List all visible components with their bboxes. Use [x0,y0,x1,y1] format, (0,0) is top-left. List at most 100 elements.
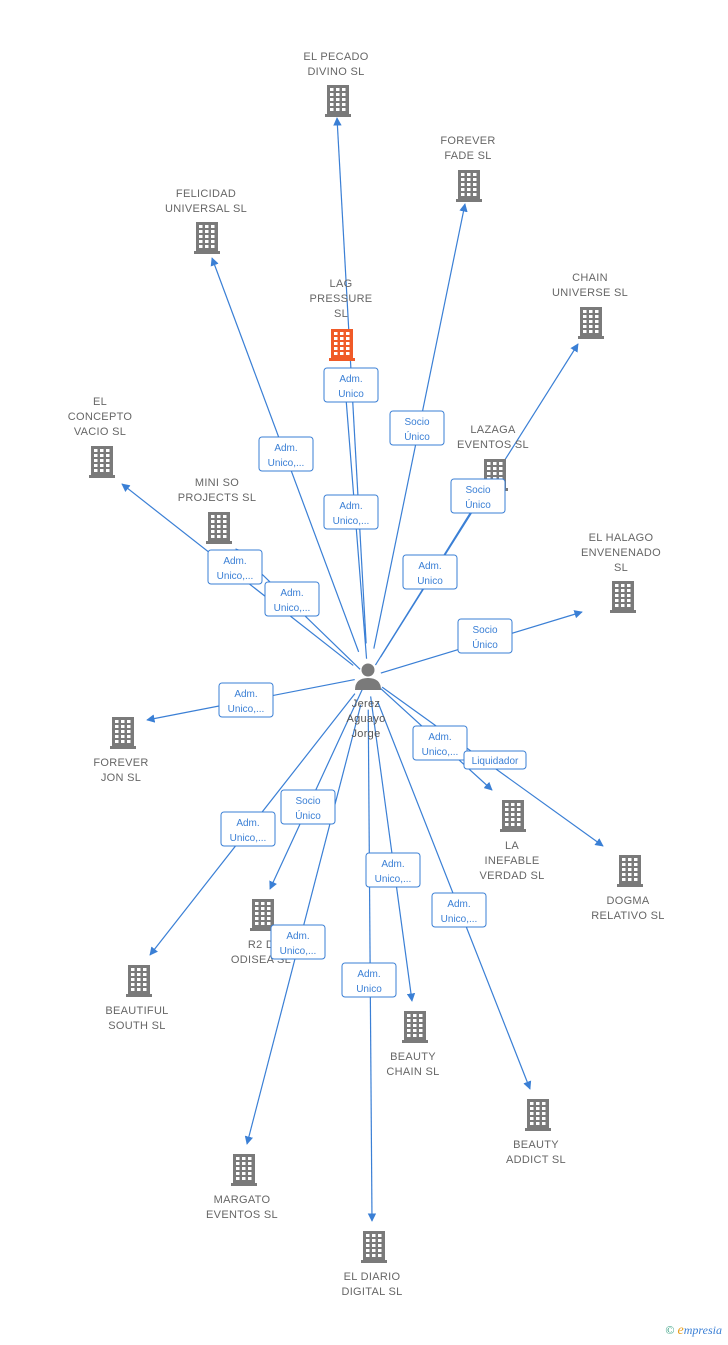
edge-role-line: Socio [472,625,497,636]
company-name-line: EVENTOS SL [457,439,529,451]
company-name-line: CHAIN SL [386,1066,439,1078]
edge-role: Adm. Unico [417,561,443,587]
edge-label-beauty-addict[interactable]: Adm.Unico,... [431,892,487,928]
edge-label-forever-jon[interactable]: Adm.Unico,... [218,682,274,718]
company-name-line: DIVINO SL [307,66,364,78]
company-name-line: PRESSURE [310,293,373,305]
edge-role: Adm.Unico,... [422,732,459,758]
edge-role-line: Unico [356,984,382,995]
edge-label-la-inefable-verdad[interactable]: Adm.Unico,... [412,725,468,761]
edge-label-el-concepto-vacio[interactable]: Adm.Unico,... [207,549,263,585]
edge-role-line: Único [295,809,321,822]
edge-role-line: Unico,... [375,874,412,885]
company-node-chain-universe[interactable]: CHAIN UNIVERSE SL [552,272,628,339]
edge-role-line: Adm. [339,501,362,512]
building-icon [361,1231,387,1263]
company-name-line: JON SL [101,772,141,784]
company-node-beauty-chain[interactable]: BEAUTY CHAIN SL [386,1011,439,1078]
edge-label-el-diario-digital[interactable]: Adm.Unico [341,962,397,998]
edge-role-line: Socio [404,417,429,428]
brand-initial: e [677,1323,684,1338]
edge-label-lazaga-eventos[interactable]: Adm. Unico [402,554,458,590]
edge-role-line: Unico [338,389,364,400]
edge-label-box [389,410,445,446]
edge-role-line: Unico [417,576,443,587]
company-name-line: BEAUTIFUL [105,1005,168,1017]
person-name-line: Jorge [351,728,380,740]
building-icon [525,1099,551,1131]
company-name-line: EVENTOS SL [206,1209,278,1221]
company-name-line: R2 D [248,939,274,951]
edge-label-box [220,811,276,847]
edge-role-line: Adm. [280,588,303,599]
edge-label-mini-so-projects[interactable]: Adm.Unico,... [264,581,320,617]
edge-role: Adm.Unico,... [274,588,311,614]
company-name: MARGATO EVENTOS SL [206,1194,278,1221]
edge-label-beauty-chain[interactable]: Adm.Unico,... [365,852,421,888]
edge-label-felicidad-universal[interactable]: Adm.Unico,... [258,436,314,472]
company-name-line: MARGATO [214,1194,271,1206]
edge-label-lag-pressure[interactable]: Adm.Unico [323,367,379,403]
empresia-watermark: © empresia [665,1323,722,1339]
edge-label-box [207,549,263,585]
building-icon [402,1011,428,1043]
edge-role: Adm.Unico,... [268,443,305,469]
edge-label-dogma-relativo[interactable]: Liquidador [463,750,527,770]
building-icon [250,899,276,931]
edge-role-line: Unico,... [441,914,478,925]
edge-role-line: Adm. [418,561,441,572]
edge-role-line: Adm. [234,689,257,700]
edge-label-beautiful-south[interactable]: Adm.Unico,... [220,811,276,847]
edge-label-el-pecado-divino[interactable]: Adm. Unico,... [323,494,379,530]
building-icon [456,170,482,202]
edge-role-line: Unico,... [268,458,305,469]
company-name-line: UNIVERSAL SL [165,203,247,215]
edge-role-line: Unico,... [333,516,370,527]
company-name-line: ENVENENADO [581,547,661,559]
company-name-line: UNIVERSE SL [552,287,628,299]
edge-role-line: Socio [465,485,490,496]
company-name-line: LA [505,840,519,852]
company-name-line: CHAIN [572,272,608,284]
edge-role-line: Único [472,638,498,651]
company-name-line: FOREVER [440,135,495,147]
edge-role: Adm. Unico,... [333,501,370,527]
edge-role-line: Unico,... [217,571,254,582]
edge-role-line: Socio [295,796,320,807]
edge-label-box [463,750,527,770]
company-name: CHAIN UNIVERSE SL [552,272,628,299]
company-node-margato-eventos[interactable]: MARGATO EVENTOS SL [206,1154,278,1221]
edge-label-box [264,581,320,617]
edge-role-line: Adm. [286,931,309,942]
edge-label-margato-eventos[interactable]: Adm.Unico,... [270,924,326,960]
company-name-line: BEAUTY [390,1051,436,1063]
company-name-line: LAZAGA [470,424,516,436]
